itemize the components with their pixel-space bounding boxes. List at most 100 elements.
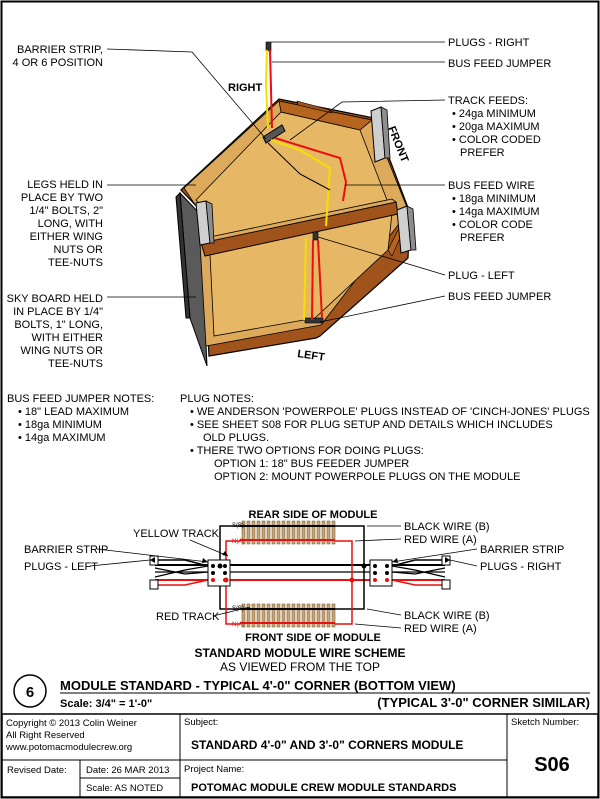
feeder-red-bottom-right	[335, 580, 353, 625]
label-red-wire-a-bottom: RED WIRE (A)	[404, 623, 477, 635]
drawing-number-circle	[13, 674, 47, 708]
label-barrier-strip-right: BARRIER STRIP	[480, 544, 564, 556]
label-bus-feed-wire-4: PREFER	[460, 232, 505, 244]
track-tie	[291, 520, 296, 545]
label-bus-feed-wire: BUS FEED WIRE	[448, 180, 535, 192]
callouts-left: BARRIER STRIP, 4 OR 6 POSITION LEGS HELD…	[7, 44, 104, 370]
feeder-black-top-right	[335, 525, 365, 566]
date-text: Date: 26 MAR 2013	[86, 765, 169, 776]
track-tie	[331, 603, 336, 628]
track-tie	[276, 520, 281, 545]
track-tie	[276, 603, 281, 628]
callouts-right: PLUGS - RIGHT BUS FEED JUMPER TRACK FEED…	[448, 37, 551, 303]
label-bus-feed-jumper-top: BUS FEED JUMPER	[448, 58, 551, 70]
subject-label: Subject:	[184, 717, 218, 728]
subject-text: STANDARD 4'-0" AND 3'-0" CORNERS MODULE	[191, 738, 463, 752]
label-track-feeds-2: • 20ga MAXIMUM	[452, 121, 540, 133]
label-barrier-strip-2: 4 OR 6 POSITION	[13, 57, 104, 69]
wire-scheme-title: STANDARD MODULE WIRE SCHEME	[194, 646, 405, 660]
plug-note-2: • SEE SHEET S08 FOR PLUG SETUP AND DETAI…	[190, 419, 553, 431]
plug-note-3: • THERE TWO OPTIONS FOR DOING PLUGS:	[190, 445, 424, 457]
track-tie	[266, 603, 271, 628]
label-legs-7: TEE-NUTS	[48, 257, 103, 269]
track-tie	[266, 520, 271, 545]
track-tie	[306, 603, 311, 628]
label-sky-board-3: BOLTS, 1" LONG,	[14, 319, 103, 331]
track-tie	[261, 603, 266, 628]
label-barrier-strip-1: BARRIER STRIP,	[17, 44, 103, 56]
plug-left	[312, 231, 319, 241]
right-plug-cross-a	[391, 567, 446, 575]
track-tie	[281, 520, 286, 545]
project-name: POTOMAC MODULE CREW MODULE STANDARDS	[191, 782, 456, 794]
wire-scheme-subtitle: AS VIEWED FROM THE TOP	[220, 660, 380, 674]
label-legs-2: PLACE BY TWO	[21, 192, 104, 204]
label-track-feeds: TRACK FEEDS:	[448, 95, 528, 107]
track-tie	[291, 603, 296, 628]
scheme-leaders	[89, 525, 478, 629]
sketch-number-label: Sketch Number:	[511, 717, 579, 728]
right-plug-red	[391, 579, 445, 586]
bus-feed-jumper-connector	[304, 317, 324, 324]
track-tie	[321, 603, 326, 628]
track-front	[240, 603, 336, 628]
rear-side-label: REAR SIDE OF MODULE	[249, 509, 378, 521]
plug-notes: PLUG NOTES: • WE ANDERSON 'POWERPOLE' PL…	[180, 393, 590, 483]
track-tie	[256, 520, 261, 545]
drawing-scale: Scale: 3/4" = 1'-0"	[60, 698, 152, 710]
feeder-red-top-right	[335, 540, 353, 580]
wire-red-jumper-top	[269, 49, 273, 129]
leg-right-side	[380, 106, 391, 159]
track-tie	[311, 520, 316, 545]
barrier-terminals	[211, 563, 389, 583]
drawing-number: 6	[26, 684, 34, 701]
sketch-number: S06	[534, 754, 570, 776]
plug-right	[265, 41, 272, 52]
label-red-wire-a-top: RED WIRE (A)	[404, 534, 477, 546]
label-black-wire-b-top: BLACK WIRE (B)	[404, 521, 490, 533]
scheme-labels: YELLOW TRACK BARRIER STRIP PLUGS - LEFT …	[24, 521, 564, 635]
label-track-feeds-3: • COLOR CODED	[452, 134, 541, 146]
plug-right-bottom	[441, 579, 451, 590]
track-tie	[286, 603, 291, 628]
track-tie	[296, 520, 301, 545]
left-plug-cross-b	[154, 565, 209, 578]
bus-feed-jumper-notes: BUS FEED JUMPER NOTES: • 18" LEAD MAXIMU…	[7, 393, 154, 444]
track-tie	[286, 520, 291, 545]
wire-black-bus	[267, 142, 331, 191]
feeder-black-bottom-right	[335, 566, 365, 610]
plug-notes-heading: PLUG NOTES:	[180, 393, 254, 405]
label-legs-1: LEGS HELD IN	[27, 179, 103, 191]
plug-note-1: • WE ANDERSON 'POWERPOLE' PLUGS INSTEAD …	[190, 406, 590, 418]
track-tie	[301, 603, 306, 628]
leg-left-side	[205, 200, 215, 244]
corner-module-illustration	[175, 41, 417, 367]
label-track-feeds-4: PREFER	[460, 147, 505, 159]
bus-jumper-note-1: • 18" LEAD MAXIMUM	[18, 406, 129, 418]
wire-scheme: REAR SIDE OF MODULE FRONT SIDE OF MODULE…	[24, 509, 564, 674]
label-bus-feed-wire-2: • 14ga MAXIMUM	[452, 206, 540, 218]
label-plugs-right: PLUGS - RIGHT	[480, 561, 562, 573]
scheme-arrows	[150, 551, 450, 563]
track-rear	[240, 520, 336, 545]
label-sky-board-6: TEE-NUTS	[48, 358, 103, 370]
track-tie	[256, 603, 261, 628]
inner-wall-right	[278, 100, 373, 131]
plug-note-2b: OLD PLUGS.	[203, 432, 269, 444]
track-tie	[246, 520, 251, 545]
label-sky-board-1: SKY BOARD HELD	[7, 293, 103, 305]
label-legs-5: EITHER WING	[30, 231, 103, 243]
na-top: N(A)	[232, 539, 244, 545]
barrier-strip	[262, 124, 286, 144]
rights-text: All Right Reserved	[6, 730, 85, 741]
label-yellow-track: YELLOW TRACK	[133, 528, 220, 540]
track-tie	[316, 603, 321, 628]
label-legs-4: LONG, WITH	[38, 218, 103, 230]
drawing-title-text: MODULE STANDARD - TYPICAL 4'-0" CORNER (…	[60, 678, 456, 693]
leg-front-side	[406, 205, 417, 251]
track-tie	[326, 520, 331, 545]
label-plugs-left: PLUGS - LEFT	[24, 561, 98, 573]
title-block: Copyright © 2013 Colin Weiner All Right …	[1, 713, 599, 798]
front-side-label: FRONT SIDE OF MODULE	[245, 632, 381, 644]
